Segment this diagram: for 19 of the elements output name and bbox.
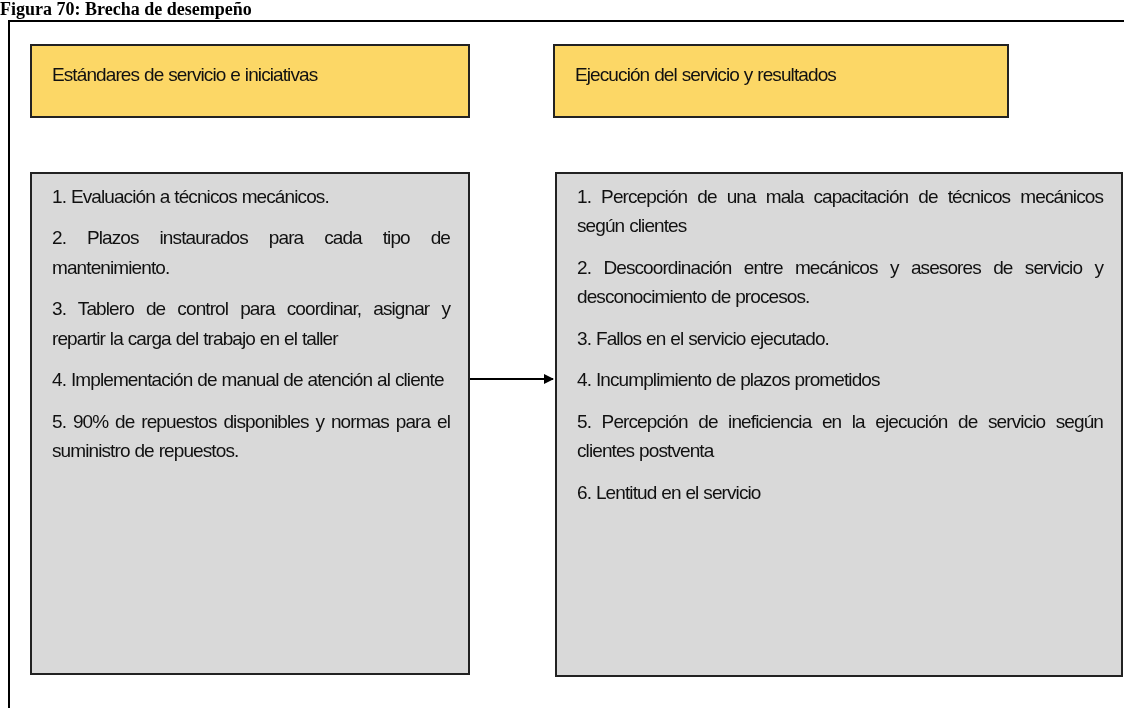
list-item: 5. Percepción de ineficiencia en la ejecución de servicio según clientes postventa <box>577 409 1103 464</box>
list-box <box>555 172 1123 677</box>
list-item: 2. Descoordinación entre mecánicos y asesores de servicio y desconocimiento de procesos. <box>577 255 1103 310</box>
list-item: 6. Lentitud en el servicio <box>577 480 762 505</box>
header-text: Estándares de servicio e iniciativas <box>52 64 319 87</box>
header-box <box>30 44 470 118</box>
list-item: 4. Implementación de manual de atención al cliente <box>52 368 445 393</box>
list-item: 1. Evaluación a técnicos mecánicos. <box>52 185 330 209</box>
list-item: 2. Plazos instaurados para cada tipo de mantenimiento. <box>52 226 450 280</box>
figure-title: Figura 70: Brecha de desempeño <box>0 0 252 19</box>
list-item: 3. Fallos en el servicio ejecutado. <box>577 326 830 351</box>
header-box <box>553 44 1009 118</box>
list-item: 4. Incumplimiento de plazos prometidos <box>577 368 881 393</box>
list-item: 5. 90% de repuestos disponibles y normas para el suministro de repuestos. <box>52 409 450 464</box>
arrow <box>469 374 554 384</box>
list-item: 1. Percepción de una mala capacitación de técnicos mecánicos según clientes <box>577 185 1103 239</box>
header-text: Ejecución del servicio y resultados <box>575 64 837 87</box>
list-item: 3. Tablero de control para coordinar, asignar y repartir la carga del trabajo en el taller <box>52 297 450 351</box>
list-box <box>30 172 470 675</box>
